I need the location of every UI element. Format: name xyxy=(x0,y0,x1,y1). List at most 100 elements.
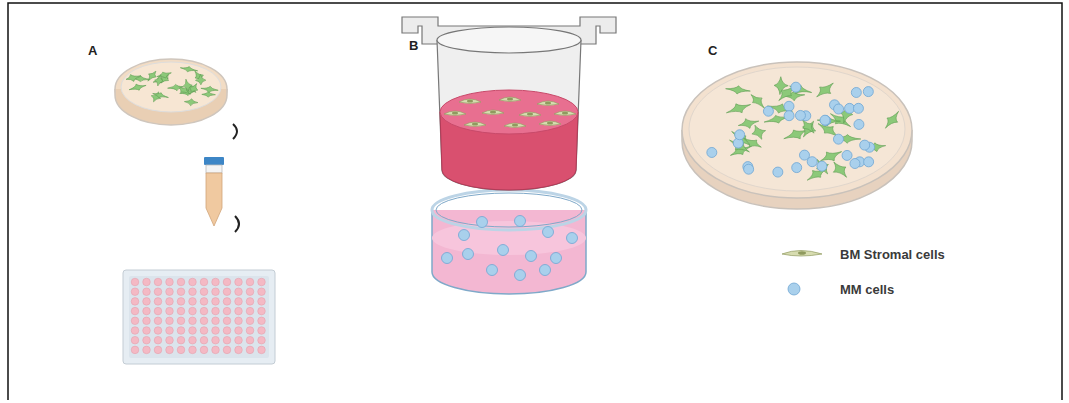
figure-frame xyxy=(8,3,1062,400)
well xyxy=(154,298,162,306)
stromal-cell xyxy=(126,75,141,82)
mm-cell xyxy=(442,253,453,264)
mm-cell xyxy=(834,104,844,114)
well xyxy=(131,307,139,315)
well xyxy=(166,298,174,306)
well xyxy=(154,317,162,325)
well xyxy=(166,327,174,335)
well xyxy=(189,336,197,344)
stromal-cell xyxy=(539,121,561,126)
stromal-cell xyxy=(885,111,898,128)
well xyxy=(235,307,243,315)
stromal-cell xyxy=(180,67,197,72)
well xyxy=(166,346,174,354)
well xyxy=(212,346,220,354)
well xyxy=(223,327,231,335)
mm-cell xyxy=(773,167,783,177)
well xyxy=(189,307,197,315)
well xyxy=(212,278,220,286)
well xyxy=(177,288,185,296)
stromal-cell xyxy=(774,77,788,95)
culture-dish xyxy=(115,59,227,125)
stromal-cell xyxy=(554,111,576,116)
well xyxy=(235,317,243,325)
well xyxy=(212,336,220,344)
mm-cell xyxy=(850,159,860,169)
well xyxy=(189,288,197,296)
well xyxy=(154,346,162,354)
well xyxy=(223,278,231,286)
mm-cell xyxy=(860,140,870,150)
coculture-dish xyxy=(682,62,912,209)
mm-cell xyxy=(540,265,551,276)
well xyxy=(154,278,162,286)
mm-cell xyxy=(515,216,526,227)
mm-cell xyxy=(515,270,526,281)
well xyxy=(131,346,139,354)
stromal-cell xyxy=(153,93,169,98)
well xyxy=(143,327,151,335)
stromal-cell xyxy=(821,152,842,161)
well xyxy=(258,307,266,315)
legend-text: MM cells xyxy=(840,282,894,297)
stromal-cell xyxy=(752,125,766,139)
well xyxy=(212,327,220,335)
well xyxy=(258,288,266,296)
well xyxy=(246,298,254,306)
well xyxy=(212,317,220,325)
well xyxy=(258,298,266,306)
mm-cell xyxy=(543,227,554,238)
panel-label: B xyxy=(409,38,418,53)
well xyxy=(246,336,254,344)
stromal-cell xyxy=(834,135,861,144)
well xyxy=(200,327,208,335)
mm-cell xyxy=(820,115,830,125)
well xyxy=(246,317,254,325)
stromal-cell xyxy=(155,75,164,86)
stromal-cell xyxy=(537,101,559,106)
mm-cell xyxy=(863,87,873,97)
well xyxy=(246,327,254,335)
well xyxy=(166,278,174,286)
well xyxy=(258,327,266,335)
mm-cell xyxy=(854,119,864,129)
mm-cell xyxy=(791,82,801,92)
stromal-cell xyxy=(201,86,218,92)
mm-cell xyxy=(463,249,474,260)
panel-label: C xyxy=(708,43,717,58)
panel-label: A xyxy=(88,43,97,58)
well xyxy=(246,278,254,286)
mm-cell xyxy=(744,164,754,174)
well xyxy=(154,336,162,344)
well xyxy=(131,288,139,296)
well xyxy=(131,336,139,344)
mm-cell xyxy=(864,157,874,167)
stromal-cell xyxy=(196,74,206,84)
well xyxy=(143,346,151,354)
well xyxy=(177,317,185,325)
well xyxy=(177,336,185,344)
well xyxy=(200,288,208,296)
well xyxy=(143,298,151,306)
well xyxy=(223,288,231,296)
well xyxy=(131,327,139,335)
well xyxy=(200,307,208,315)
well xyxy=(154,307,162,315)
well xyxy=(235,327,243,335)
well xyxy=(200,298,208,306)
well xyxy=(258,346,266,354)
well xyxy=(223,307,231,315)
well xyxy=(189,278,197,286)
stromal-cell xyxy=(504,123,526,128)
stromal-cell xyxy=(726,104,750,113)
well xyxy=(223,346,231,354)
mm-cell xyxy=(817,161,827,171)
mm-cell xyxy=(821,116,831,126)
stromal-cell xyxy=(459,99,481,104)
mm-cell xyxy=(792,163,802,173)
stromal-cell xyxy=(464,122,486,127)
stromal-sample xyxy=(778,244,828,264)
well xyxy=(258,317,266,325)
well xyxy=(143,278,151,286)
mm-cell xyxy=(833,134,843,144)
